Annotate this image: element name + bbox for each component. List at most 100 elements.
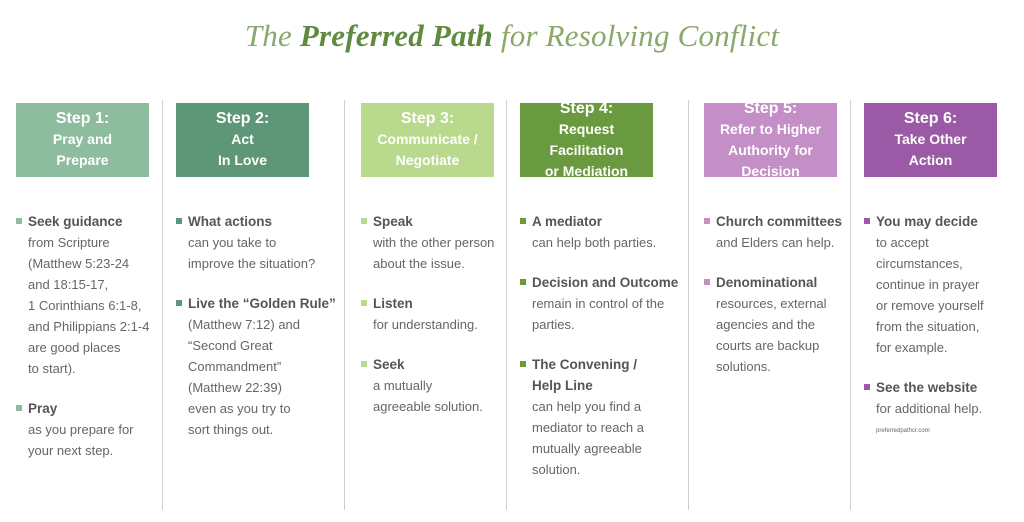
item-heading: You may decide xyxy=(864,211,997,232)
item-body: with the other person about the issue. xyxy=(373,235,495,271)
step-header-4: Step 4: Request Facilitation or Mediation xyxy=(520,100,653,179)
item-body: resources, external agencies and the cou… xyxy=(716,296,827,374)
square-bullet-icon xyxy=(704,218,710,224)
item-heading-text: Seek xyxy=(373,357,405,372)
item-body: as you prepare for your next step. xyxy=(28,422,134,458)
item-heading-text: A mediator xyxy=(532,214,603,229)
list-item: What actions can you take to improve the … xyxy=(176,211,336,274)
item-heading-text: You may decide xyxy=(876,214,978,229)
column-divider xyxy=(344,100,345,510)
item-heading-text: See the website xyxy=(876,380,978,395)
square-bullet-icon xyxy=(864,218,870,224)
list-item: Pray as you prepare for your next step. xyxy=(16,398,149,461)
step-column-4: Step 4: Request Facilitation or Mediation… xyxy=(520,100,678,499)
column-divider xyxy=(850,100,851,510)
square-bullet-icon xyxy=(520,218,526,224)
square-bullet-icon xyxy=(176,218,182,224)
page-title: The Preferred Path for Resolving Conflic… xyxy=(244,18,780,53)
item-body: can help you find a mediator to reach a … xyxy=(532,399,645,477)
step-number: Step 6: xyxy=(903,110,958,127)
item-body: remain in control of the parties. xyxy=(532,296,665,332)
step-header-2: Step 2: Act In Love xyxy=(176,103,309,177)
item-heading: Decision and Outcome xyxy=(520,272,678,293)
item-body: for additional help. xyxy=(876,401,983,416)
list-item: See the website for additional help. xyxy=(864,377,997,419)
list-item: Live the “Golden Rule” (Matthew 7:12) and… xyxy=(176,293,336,440)
step-items: You may decide to accept circumstances, c… xyxy=(864,211,997,434)
list-item: Denominational resources, external agenci… xyxy=(704,272,842,377)
item-body: to accept circumstances, continue in pra… xyxy=(876,235,984,355)
step-header-1: Step 1: Pray and Prepare xyxy=(16,103,149,177)
item-heading-text: Speak xyxy=(373,214,413,229)
item-heading: Seek guidance xyxy=(16,211,149,232)
item-body: from Scripture (Matthew 5:23-24 and 18:1… xyxy=(28,235,150,376)
step-name: Request Facilitation or Mediation xyxy=(544,120,629,179)
list-item: The Convening / Help Line can help you fi… xyxy=(520,354,678,480)
step-column-5: Step 5: Refer to Higher Authority for Dec… xyxy=(704,100,842,396)
item-body: a mutually agreeable solution. xyxy=(373,378,483,414)
item-heading-text: The Convening / Help Line xyxy=(532,357,638,393)
square-bullet-icon xyxy=(520,279,526,285)
item-heading-text: Denominational xyxy=(716,275,818,290)
square-bullet-icon xyxy=(361,218,367,224)
step-name: Act In Love xyxy=(217,131,267,168)
item-body: for understanding. xyxy=(373,317,478,332)
item-body: can help both parties. xyxy=(532,235,657,250)
step-name: Refer to Higher Authority for Decision xyxy=(719,120,822,179)
list-item: A mediator can help both parties. xyxy=(520,211,678,253)
step-name: Communicate / Negotiate xyxy=(377,131,478,168)
step-items: Speak with the other person about the iss… xyxy=(361,211,494,417)
item-heading: Pray xyxy=(16,398,149,419)
step-number: Step 4: xyxy=(559,99,614,117)
item-heading: Speak xyxy=(361,211,494,232)
column-divider xyxy=(162,100,163,510)
step-header-6: Step 6: Take Other Action xyxy=(864,103,997,177)
list-item: Seek a mutually agreeable solution. xyxy=(361,354,494,417)
item-body: (Matthew 7:12) and “Second Great Command… xyxy=(188,317,301,437)
column-divider xyxy=(506,100,507,510)
square-bullet-icon xyxy=(16,405,22,411)
item-heading-text: Listen xyxy=(373,296,413,311)
square-bullet-icon xyxy=(176,300,182,306)
item-heading: What actions xyxy=(176,211,336,232)
column-divider xyxy=(688,100,689,510)
list-item: Listen for understanding. xyxy=(361,293,494,335)
step-items: Seek guidance from Scripture (Matthew 5:2… xyxy=(16,211,149,461)
item-body: can you take to improve the situation? xyxy=(188,235,316,271)
step-number: Step 1: xyxy=(55,110,110,127)
website-url[interactable]: preferredpathcr.com xyxy=(876,428,930,434)
item-heading: Live the “Golden Rule” xyxy=(176,293,336,314)
list-item: Speak with the other person about the iss… xyxy=(361,211,494,274)
list-item: You may decide to accept circumstances, c… xyxy=(864,211,997,358)
item-heading-text: Decision and Outcome xyxy=(532,275,679,290)
square-bullet-icon xyxy=(361,361,367,367)
title-emphasis: Preferred Path xyxy=(299,18,493,53)
step-number: Step 5: xyxy=(743,99,798,117)
step-name: Take Other Action xyxy=(894,131,967,168)
step-number: Step 2: xyxy=(215,110,270,127)
list-item: Seek guidance from Scripture (Matthew 5:2… xyxy=(16,211,149,379)
item-heading: Seek xyxy=(361,354,494,375)
step-name: Pray and Prepare xyxy=(52,131,113,168)
step-items: What actions can you take to improve the … xyxy=(176,211,336,440)
square-bullet-icon xyxy=(16,218,22,224)
list-item: Decision and Outcome remain in control of… xyxy=(520,272,678,335)
square-bullet-icon xyxy=(704,279,710,285)
item-heading: Church committees xyxy=(704,211,842,232)
item-heading-text: Pray xyxy=(28,401,58,416)
item-heading-text: Live the “Golden Rule” xyxy=(188,296,336,311)
square-bullet-icon xyxy=(864,384,870,390)
step-header-5: Step 5: Refer to Higher Authority for Dec… xyxy=(704,100,837,179)
item-heading: Listen xyxy=(361,293,494,314)
item-heading: Denominational xyxy=(704,272,842,293)
item-heading-text: Church committees xyxy=(716,214,843,229)
item-heading: A mediator xyxy=(520,211,678,232)
square-bullet-icon xyxy=(361,300,367,306)
item-heading: The Convening / Help Line xyxy=(520,354,678,396)
